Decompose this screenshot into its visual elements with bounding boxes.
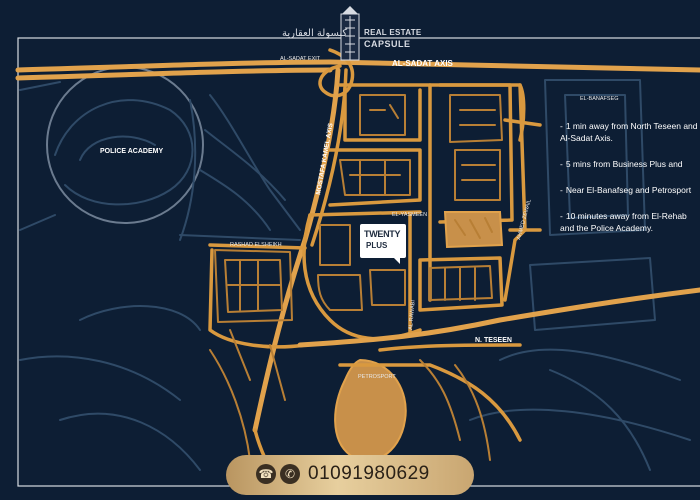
mostafa-kamel-road xyxy=(252,67,341,433)
label-petrosport: PETROSPORT xyxy=(358,374,396,380)
feature-list: -1 min away from North Teseen and Al-Sad… xyxy=(560,120,700,248)
sadat-axis-road xyxy=(15,59,700,73)
interchange xyxy=(318,48,355,98)
label-small-road-2: AL-RAWABI xyxy=(408,299,417,330)
phone-number[interactable]: 01091980629 xyxy=(308,463,430,484)
brand-line2: CAPSULE xyxy=(364,39,411,49)
label-n-teseen: N. TESEEN xyxy=(475,337,512,344)
feature-item: -5 mins from Business Plus and xyxy=(560,159,683,169)
whatsapp-icon: ✆ xyxy=(280,464,300,484)
highlight-parcel xyxy=(443,211,504,249)
label-sadat-exit: AL-SADAT EXIT xyxy=(280,56,321,62)
feature-item: -10 minutes away from El-Rehab and the P… xyxy=(560,211,687,233)
n-teseen-road xyxy=(297,287,700,348)
phone-icon: ☎ xyxy=(256,464,276,484)
contact-pill[interactable]: ☎ ✆ 01091980629 xyxy=(226,455,474,495)
central-district xyxy=(208,83,542,349)
marker-line2: PLUS xyxy=(366,241,388,250)
marker-line1: TWENTY xyxy=(364,229,401,239)
dim-streets xyxy=(19,79,691,471)
label-mostafa-kamel: MOSTAFA KAMEL AXIS xyxy=(315,122,335,195)
brand-logo: كبسولة العقارية REAL ESTATE CAPSULE xyxy=(272,6,452,66)
label-sadat-axis: AL-SADAT AXIS xyxy=(392,59,454,68)
brand-line1: REAL ESTATE xyxy=(364,28,422,37)
feature-item: -1 min away from North Teseen and Al-Sad… xyxy=(560,121,698,143)
project-marker[interactable]: TWENTY PLUS xyxy=(360,224,406,264)
brand-arabic: كبسولة العقارية xyxy=(282,28,348,39)
label-el-banafseg: EL-BANAFSEG xyxy=(580,96,619,102)
label-ahmed-zewail: AHMED ZEWAIL xyxy=(516,199,533,241)
feature-item: -Near El-Banafseg and Petrosport xyxy=(560,185,692,195)
label-police-academy: POLICE ACADEMY xyxy=(100,148,163,155)
label-el-yasmeen: EL-YASMEEN xyxy=(392,212,427,218)
label-small-road-1: RASHAD ELSHEIKH xyxy=(230,242,282,248)
tower-icon xyxy=(340,6,360,61)
